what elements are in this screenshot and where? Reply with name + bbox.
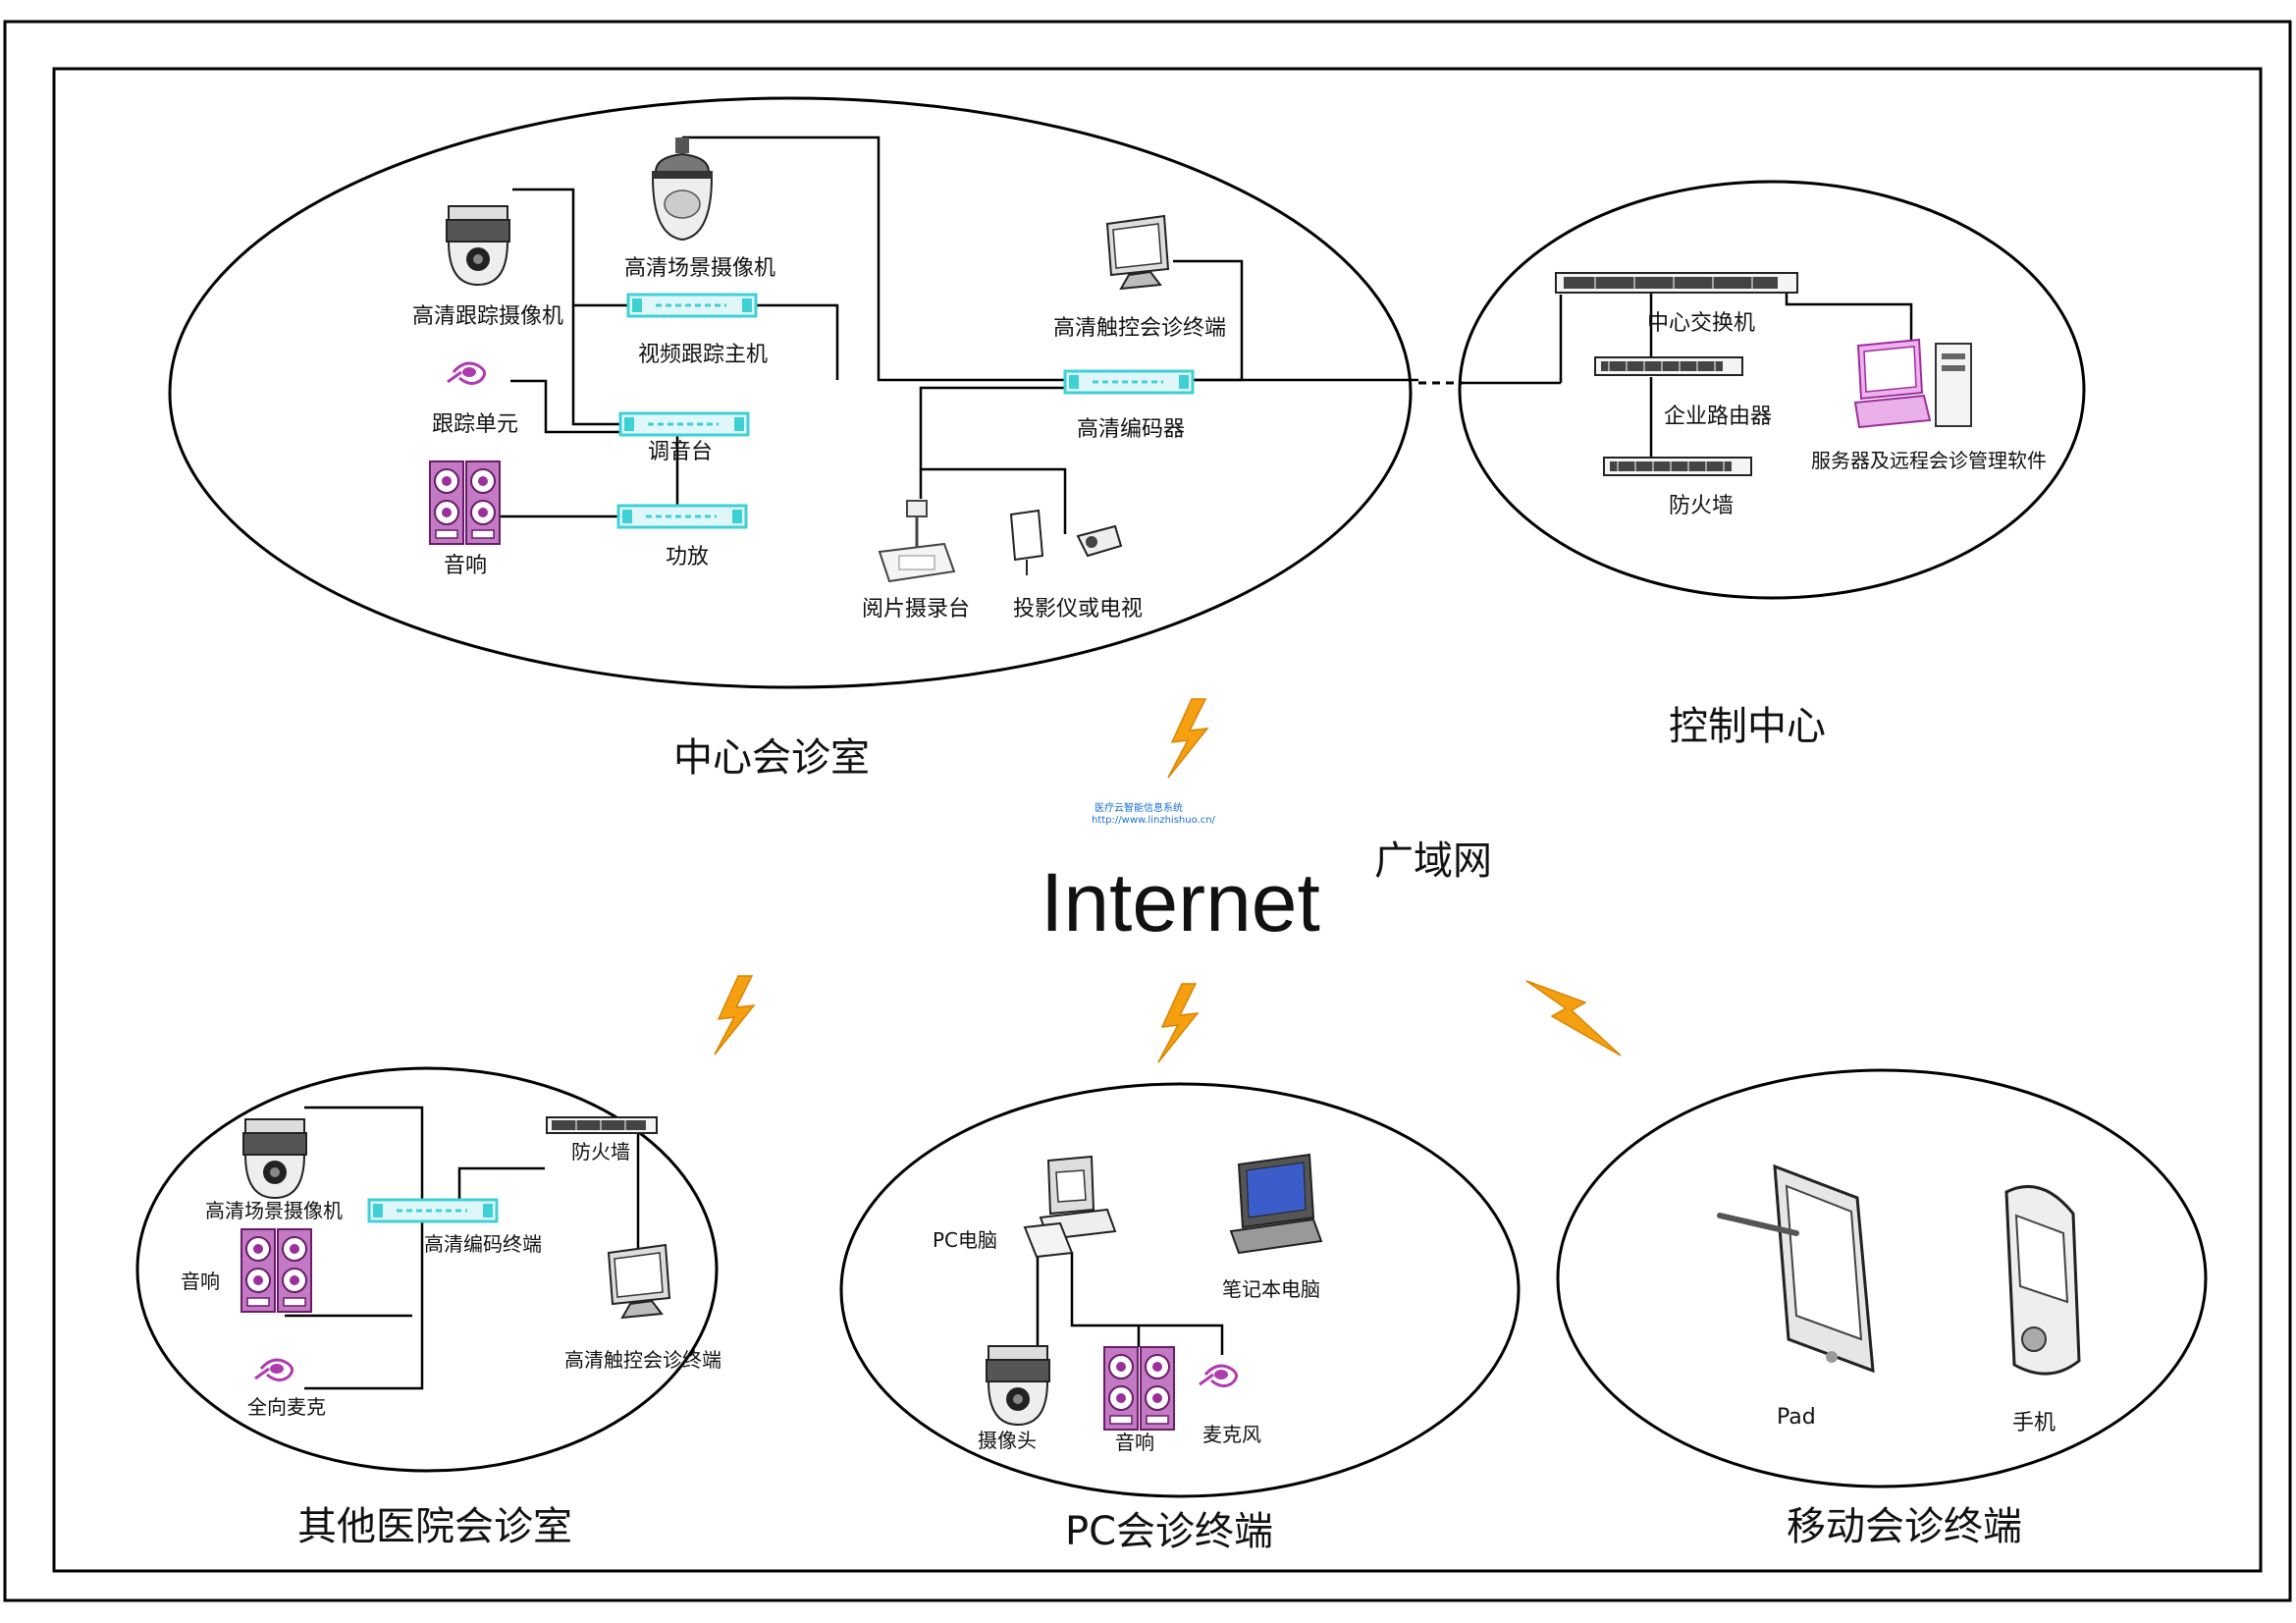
pc-camera-label: 摄像头: [978, 1429, 1037, 1452]
router-label: 企业路由器: [1664, 405, 1772, 429]
document-camera-label: 阅片摄录台: [862, 597, 970, 622]
tracking-unit-mic-icon: [446, 361, 487, 386]
other-scene-camera-label: 高清场景摄像机: [205, 1199, 343, 1222]
router-device: [1594, 356, 1743, 376]
laptop-icon: [1229, 1153, 1323, 1255]
core-switch-device: [1555, 272, 1798, 294]
core-switch-label: 中心交换机: [1647, 311, 1755, 336]
watermark-url: http://www.linzhishuo.cn/: [1092, 815, 1216, 826]
lightning-right-icon: [1525, 980, 1622, 1056]
phone-icon: [2004, 1184, 2081, 1376]
tracking-camera-label: 高清跟踪摄像机: [412, 304, 563, 329]
lightning-left-icon: [714, 975, 755, 1055]
control-center-ellipse: [1458, 180, 2086, 600]
amplifier-label: 功放: [666, 545, 709, 569]
control-center-wiring: [1559, 291, 1913, 458]
video-tracking-host-device: [626, 293, 758, 318]
center-room-ellipse: [168, 96, 1413, 689]
inner-border: [52, 67, 2263, 1573]
omni-mic-label: 全向麦克: [247, 1395, 326, 1419]
pc-microphone-icon: [1198, 1364, 1239, 1388]
center-room-wiring: [491, 135, 1418, 534]
pc-label: PC电脑: [933, 1228, 997, 1252]
omni-mic-icon: [253, 1358, 294, 1382]
pc-camera-icon: [986, 1345, 1050, 1426]
server-icon: [1853, 338, 1972, 429]
center-scene-camera-label: 高清场景摄像机: [624, 256, 775, 281]
center-touch-terminal-icon: [1106, 215, 1169, 290]
other-hospital-title: 其他医院会诊室: [297, 1504, 572, 1549]
video-tracking-host-label: 视频跟踪主机: [638, 343, 768, 367]
tracking-camera-icon: [446, 205, 510, 286]
other-firewall-device: [546, 1116, 658, 1134]
lightning-top-icon: [1167, 698, 1208, 779]
pc-microphone-label: 麦克风: [1202, 1423, 1261, 1446]
lightning-middle-icon: [1157, 983, 1199, 1063]
pc-terminal-title: PC会诊终端: [1065, 1509, 1273, 1554]
pad-label: Pad: [1777, 1405, 1816, 1430]
wan-label: 广域网: [1374, 839, 1492, 884]
scene-camera-icon: [651, 137, 714, 242]
projector-tv-icon: [1009, 509, 1123, 575]
outer-border: [3, 20, 2292, 1602]
center-speaker-label: 音响: [444, 554, 487, 578]
other-encoder-device: [367, 1198, 499, 1223]
mixer-device: [618, 411, 750, 437]
watermark-text: 医疗云智能信息系统: [1095, 801, 1183, 814]
hd-encoder-device: [1063, 369, 1195, 395]
center-room-title: 中心会诊室: [673, 735, 870, 781]
pc-terminal-wiring: [1036, 1252, 1224, 1355]
document-camera-icon: [878, 500, 956, 583]
tracking-unit-label: 跟踪单元: [432, 412, 518, 437]
amplifier-device: [616, 504, 748, 529]
center-touch-terminal-label: 高清触控会诊终端: [1053, 316, 1226, 341]
other-hospital-ellipse: [135, 1066, 719, 1473]
other-touch-terminal-label: 高清触控会诊终端: [564, 1348, 721, 1372]
pc-speaker-icon: [1103, 1346, 1175, 1431]
projector-tv-label: 投影仪或电视: [1013, 597, 1143, 622]
mobile-terminal-title: 移动会诊终端: [1787, 1504, 2022, 1549]
control-center-title: 控制中心: [1669, 704, 1826, 749]
mobile-terminal-ellipse: [1556, 1068, 2208, 1488]
pc-speaker-label: 音响: [1115, 1431, 1154, 1454]
other-encoder-label: 高清编码终端: [424, 1232, 542, 1256]
server-label: 服务器及远程会诊管理软件: [1811, 449, 2047, 472]
other-touch-terminal-icon: [608, 1244, 670, 1319]
control-firewall-label: 防火墙: [1669, 494, 1734, 518]
other-scene-camera-icon: [242, 1118, 307, 1199]
pad-icon: [1717, 1163, 1875, 1374]
internet-title: Internet: [1041, 856, 1320, 948]
mixer-label: 调音台: [648, 440, 713, 464]
center-speaker-icon: [429, 460, 501, 545]
pc-icon: [1023, 1155, 1117, 1259]
other-speaker-label: 音响: [181, 1270, 220, 1293]
hd-encoder-label: 高清编码器: [1077, 417, 1185, 442]
pc-terminal-ellipse: [839, 1082, 1521, 1498]
other-speaker-icon: [240, 1228, 312, 1313]
control-firewall-device: [1603, 457, 1752, 476]
other-firewall-label: 防火墙: [571, 1140, 630, 1163]
laptop-label: 笔记本电脑: [1222, 1277, 1320, 1301]
phone-label: 手机: [2012, 1411, 2056, 1435]
